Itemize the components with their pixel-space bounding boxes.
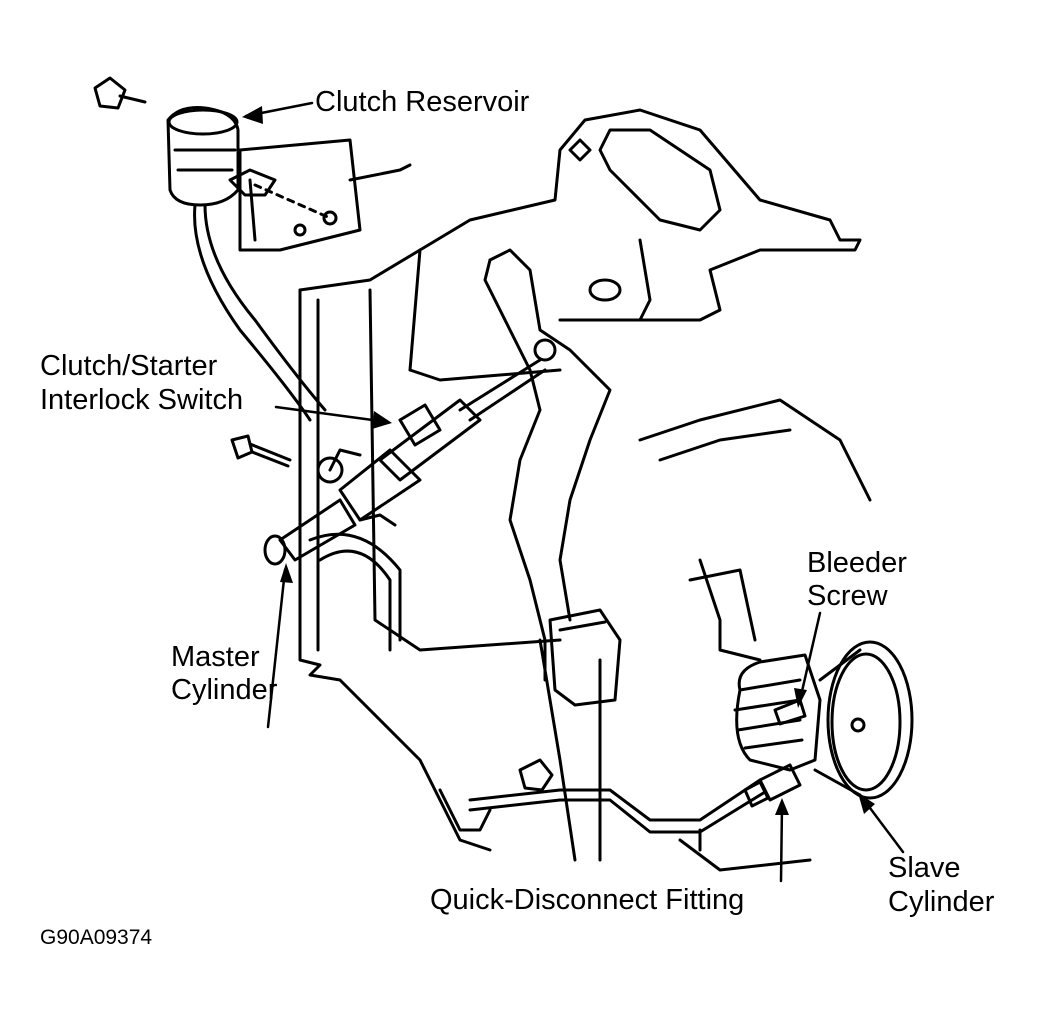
slave-cylinder (733, 640, 914, 800)
label-slave-cylinder-line1: Slave (888, 852, 961, 884)
label-bleeder-screw-line1: Bleeder (807, 547, 907, 579)
label-slave-cylinder-line2: Cylinder (888, 886, 995, 918)
firewall-panel (298, 248, 872, 872)
figure-code: G90A09374 (40, 926, 153, 949)
label-quick-disconnect-fitting: Quick-Disconnect Fitting (430, 884, 745, 916)
master-bolt (230, 434, 292, 468)
master-cylinder-assembly (263, 358, 547, 566)
pedal-bracket (408, 108, 862, 382)
label-interlock-switch-line2: Interlock Switch (40, 384, 244, 416)
label-master-cylinder-line2: Cylinder (171, 674, 278, 706)
hydraulic-line (308, 532, 767, 834)
label-bleeder-screw-line2: Screw (807, 580, 888, 612)
clutch-pedal (483, 248, 622, 707)
quick-disconnect-fitting (743, 763, 802, 808)
label-clutch-reservoir: Clutch Reservoir (315, 86, 530, 118)
label-master-cylinder-line1: Master (171, 641, 260, 673)
label-interlock-switch-line1: Clutch/Starter (40, 350, 218, 382)
arrow-heads (242, 106, 875, 815)
clutch-reservoir-assembly (93, 76, 412, 422)
